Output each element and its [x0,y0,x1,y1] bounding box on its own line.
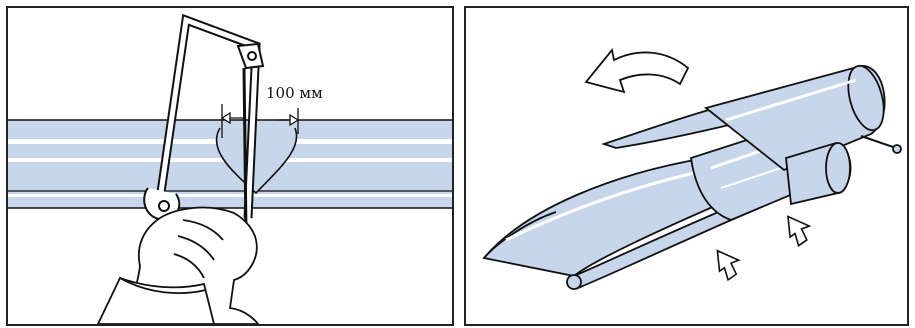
arrow-icon-1 [709,244,744,281]
right-panel [464,6,909,326]
dimension-label: 100 мм [266,84,323,102]
hand [98,208,258,324]
arrow-icon-2 [780,210,815,247]
curved-arrow-icon [586,50,688,92]
right-illustration [466,8,907,324]
left-panel: 100 мм [6,6,454,326]
left-illustration: 100 мм [8,8,452,324]
